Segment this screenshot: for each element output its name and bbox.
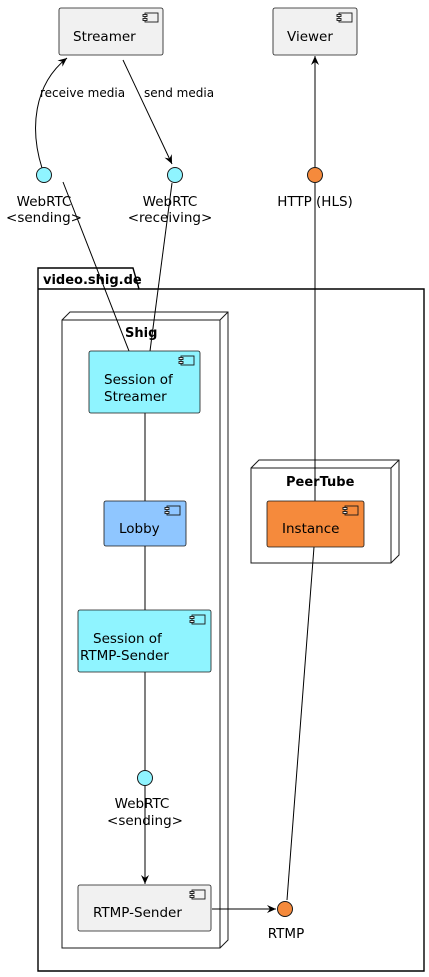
session-rtmp-line2: RTMP-Sender: [80, 648, 169, 664]
component-streamer[interactable]: Streamer: [58, 7, 164, 56]
webrtc-receiving-line1: WebRTC: [143, 194, 198, 210]
edge-label-receive-media: receive media: [40, 86, 125, 100]
component-instance[interactable]: Instance: [266, 500, 365, 548]
interface-http-hls[interactable]: HTTP (HLS): [277, 167, 353, 211]
webrtc-sending-bottom-line1: WebRTC: [115, 796, 170, 812]
edge-label-send-media: send media: [144, 86, 214, 100]
session-rtmp-line1: Session of: [93, 631, 163, 647]
edge-receive-media: [35, 57, 68, 169]
webrtc-sending-bottom-line2: <sending>: [107, 813, 183, 829]
edges: [35, 56, 319, 913]
viewer-label: Viewer: [287, 29, 333, 45]
session-streamer-line1: Session of: [104, 372, 174, 388]
webrtc-sending-top-line2: <sending>: [6, 210, 82, 226]
interface-webrtc-sending-top[interactable]: WebRTC <sending>: [6, 167, 82, 227]
rtmp-sender-label: RTMP-Sender: [93, 905, 182, 921]
webrtc-sending-top-line1: WebRTC: [17, 194, 72, 210]
session-streamer-line2: Streamer: [104, 389, 167, 405]
interface-webrtc-receiving[interactable]: WebRTC <receiving>: [128, 167, 213, 227]
node-shig-label: Shig: [125, 326, 157, 341]
edge-send-media: [122, 59, 173, 165]
http-hls-label: HTTP (HLS): [277, 194, 353, 210]
interface-rtmp[interactable]: RTMP: [268, 901, 304, 943]
rtmp-label: RTMP: [268, 926, 304, 942]
webrtc-receiving-line2: <receiving>: [128, 210, 213, 226]
interface-webrtc-sending-bottom[interactable]: WebRTC <sending>: [107, 770, 183, 830]
edge-webrtc-recv-session: [149, 182, 173, 352]
streamer-label: Streamer: [73, 29, 136, 45]
edge-webrtc-send-session: [62, 181, 130, 352]
package-label: video.shig.de: [43, 273, 142, 288]
edge-rtmp-instance: [286, 546, 315, 901]
component-session-of-rtmp-sender[interactable]: Session of RTMP-Sender: [77, 609, 212, 673]
component-lobby[interactable]: Lobby: [103, 500, 187, 547]
lobby-label: Lobby: [119, 521, 160, 537]
instance-label: Instance: [282, 521, 339, 537]
component-session-of-streamer[interactable]: Session of Streamer: [88, 350, 201, 414]
component-rtmp-sender[interactable]: RTMP-Sender: [77, 884, 212, 932]
component-viewer[interactable]: Viewer: [272, 7, 358, 56]
node-peertube-label: PeerTube: [286, 475, 355, 490]
